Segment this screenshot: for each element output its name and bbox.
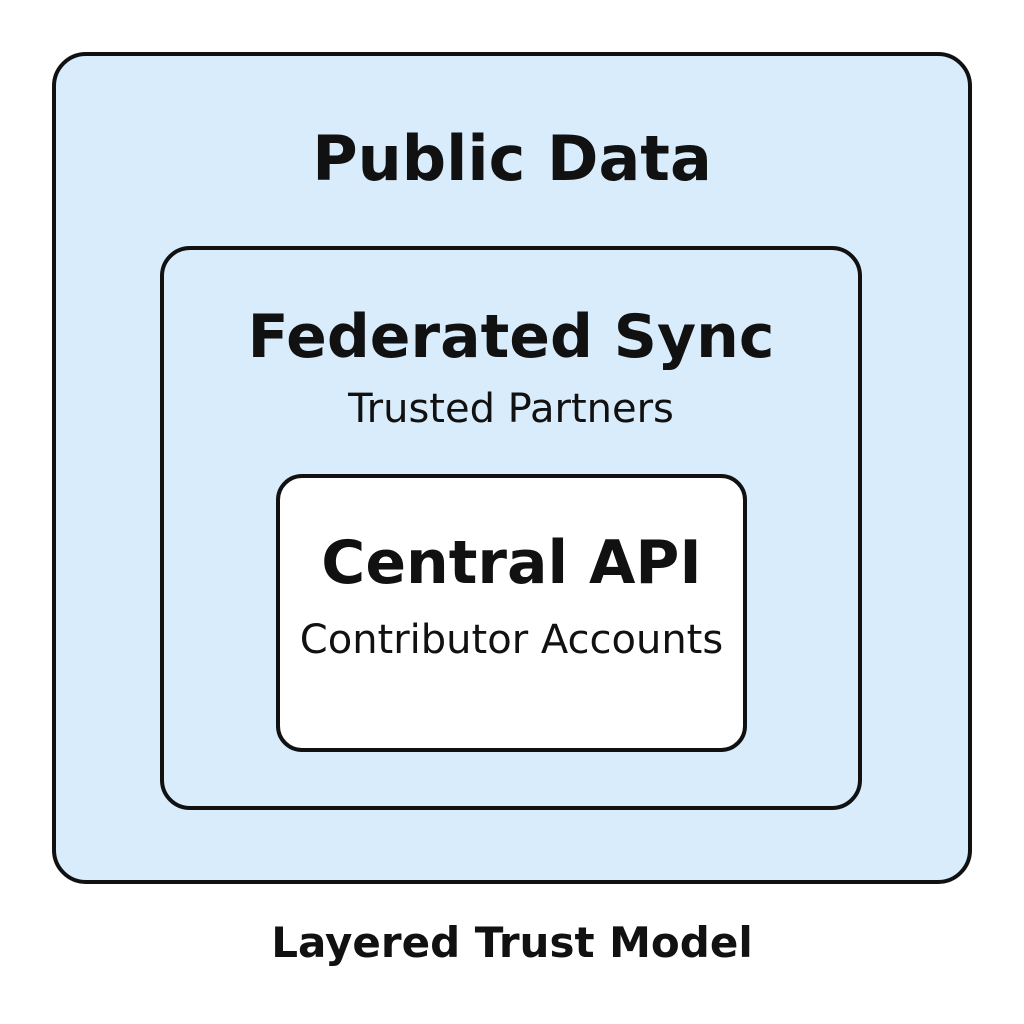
layer-public-data-title: Public Data [312, 122, 712, 195]
layer-central-api-subtitle: Contributor Accounts [299, 617, 724, 663]
layer-federated-sync-title: Federated Sync [247, 302, 775, 372]
layer-federated-sync-subtitle: Trusted Partners [348, 386, 674, 432]
layer-central-api: Central API Contributor Accounts [276, 474, 747, 752]
layer-central-api-title: Central API [321, 528, 702, 598]
diagram-caption: Layered Trust Model [271, 918, 753, 967]
